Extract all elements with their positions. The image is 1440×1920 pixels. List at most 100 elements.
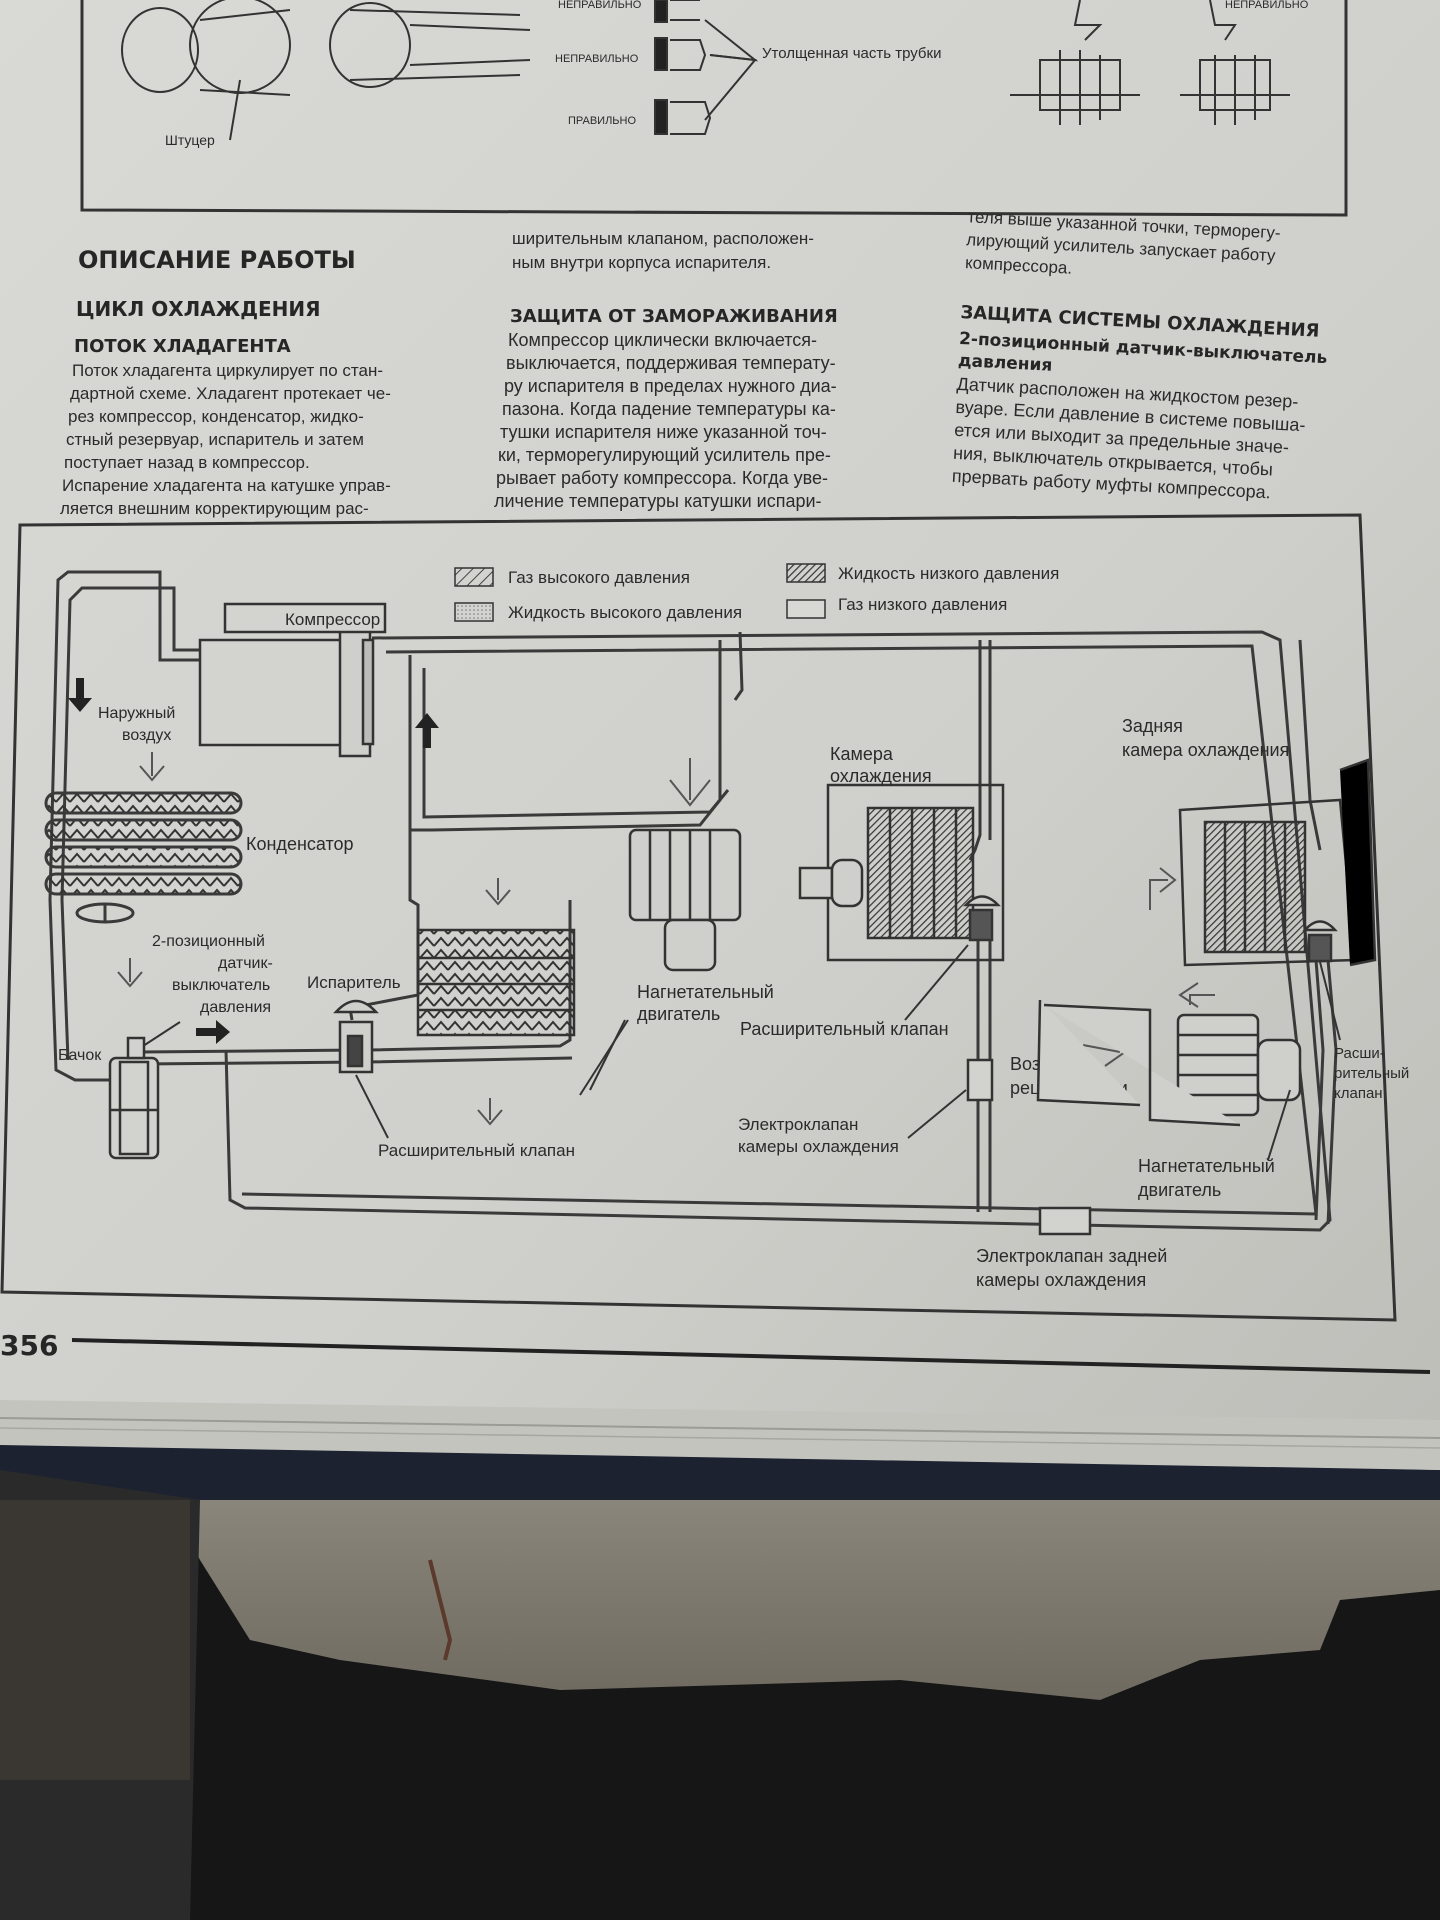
label-switch-4: давления [200,999,271,1016]
arrow-down-icon [68,678,92,712]
col2-line-2: ру испарителя в пределах нужного диа- [504,376,837,396]
rear-blower [1036,999,1302,1127]
legend-swatch-hp-liquid [454,602,494,622]
legend-swatch-lp-liquid [786,563,826,583]
air-arrow-icon [1178,982,1215,1008]
col2-top-1: ным внутри корпуса испарителя. [512,253,771,272]
label-thick-tube: Утолщенная часть трубки [762,45,941,62]
air-arrow-icon [1149,867,1177,910]
col2-line-5: ки, терморегулирующий усилитель пре- [498,445,831,465]
arrow-up-icon [415,713,439,748]
label-exp-valve-mid: Расширительный клапан [740,1019,949,1039]
condenser [44,791,243,924]
legend-lp-liquid: Жидкость низкого давления [838,564,1059,583]
table-surface [160,1480,1440,1700]
front-blower [628,828,742,972]
air-arrow-icon [485,878,511,906]
label-rear-chamber-1: Задняя [1122,716,1183,736]
rear-solenoid [1038,1206,1092,1236]
col1-line-1: дартной схеме. Хладагент протекает че- [70,384,391,403]
air-arrow-icon [477,1098,503,1126]
top-figure [80,0,1348,217]
flow-arrows [68,678,439,1044]
col2-line-6: рывает работу компрессора. Когда уве- [496,468,828,488]
col2-line-4: тушки испарителя ниже указанной точ- [500,422,827,442]
col1-line-5: Испарение хладагента на катушке управ- [62,476,391,495]
col2-top-0: ширительным клапаном, расположен- [512,229,814,248]
legend-swatch-lp-gas [786,599,826,619]
label-blower-rear-2: двигатель [1138,1180,1221,1200]
refrigerant-circuit-diagram: Газ высокого давления Жидкость высокого … [0,513,1409,1322]
col2-line-3: пазона. Когда падение температуры ка- [502,399,836,419]
label-rear-solenoid-2: камеры охлаждения [976,1270,1146,1290]
cooling-cycle-title: ЦИКЛ ОХЛАЖДЕНИЯ [76,297,321,321]
flare-drawings [1010,0,1290,125]
table-edge-left [0,1500,190,1780]
label-tank: Бачок [58,1047,102,1064]
freeze-protection-title: ЗАЩИТА ОТ ЗАМОРАЖИВАНИЯ [510,306,838,327]
tube-ends [654,0,759,135]
label-right: ПРАВИЛЬНО [568,115,636,127]
col2-line-7: личение температуры катушки испари- [494,491,822,511]
pipe-hp-gas [48,570,200,1082]
legend-lp-gas: Газ низкого давления [838,595,1007,614]
col1-line-4: поступает назад в компрессор. [64,453,310,472]
label-switch-3: выключатель [172,977,270,994]
text-column-1: ОПИСАНИЕ РАБОТЫ ЦИКЛ ОХЛАЖДЕНИЯ ПОТОК ХЛ… [60,246,391,518]
footer-rule [71,1338,1431,1374]
chamber-solenoid [966,1058,994,1102]
label-blower-front-1: Нагнетательный [637,982,774,1002]
label-rear-chamber-2: камера охлаждения [1122,740,1289,760]
col1-line-0: Поток хладагента циркулирует по стан- [72,361,383,380]
page-number: 356 [0,1329,58,1362]
col2-line-0: Компрессор циклически включается- [508,330,817,350]
label-switch-1: 2-позиционный [152,933,265,950]
col1-line-3: стный резервуар, испаритель и затем [66,430,364,449]
label-condenser: Конденсатор [246,834,354,854]
cooling-chamber [798,783,1005,962]
label-blower-rear-1: Нагнетательный [1138,1156,1275,1176]
legend-swatch-hp-gas [454,567,494,587]
label-rear-exp-2: рительный [1334,1065,1409,1082]
label-solenoid-2: камеры охлаждения [738,1137,899,1156]
label-switch-2: датчик- [218,955,273,972]
label-evaporator: Испаритель [307,973,401,992]
label-rear-exp-1: Расши- [1334,1045,1385,1062]
compressor [198,602,387,758]
col1-line-2: рез компрессор, конденсатор, жидко- [68,407,364,426]
label-compressor: Компрессор [285,610,380,629]
legend: Газ высокого давления Жидкость высокого … [454,563,1059,622]
fitting-drawing [121,0,531,141]
label-blower-front-2: двигатель [637,1004,720,1024]
label-exp-valve-front: Расширительный клапан [378,1141,575,1160]
col2-line-1: выключается, поддерживая температу- [506,353,836,373]
front-evaporator [416,928,576,1037]
label-wrong-2: НЕПРАВИЛЬНО [555,53,639,65]
col1-line-6: ляется внешним корректирующим рас- [60,499,369,518]
pipe-lp-return [224,630,1332,1232]
label-wrong-right: НЕПРАВИЛЬНО [1225,0,1309,11]
pressure-switch-title-2: давления [957,351,1052,376]
rear-chamber [1178,758,1377,967]
label-wrong-1: НЕПРАВИЛЬНО [558,0,642,11]
label-cool-chamber-1: Камера [830,744,894,764]
air-arrow-icon [117,958,143,988]
air-arrow-icon [139,752,165,782]
legend-hp-liquid: Жидкость высокого давления [508,603,742,622]
label-outside-air-2: воздух [122,727,171,744]
arrow-right-icon [196,1020,230,1044]
diagram-frame [0,513,1397,1322]
front-expansion-valve [333,999,379,1074]
text-column-2: ширительным клапаном, расположен- ным вн… [494,229,838,511]
label-rear-exp-3: клапан [1334,1085,1383,1102]
label-solenoid-1: Электроклапан [738,1115,858,1134]
refrigerant-flow-title: ПОТОК ХЛАДАГЕНТА [74,336,291,357]
label-rear-solenoid-1: Электроклапан задней [976,1246,1167,1266]
label-cool-chamber-2: охлаждения [830,766,932,786]
receiver-tank [108,1036,160,1160]
air-arrow-icon [669,758,711,807]
legend-hp-gas: Газ высокого давления [508,568,690,587]
label-outside-air-1: Наружный [98,705,175,722]
section-title: ОПИСАНИЕ РАБОТЫ [78,246,356,274]
